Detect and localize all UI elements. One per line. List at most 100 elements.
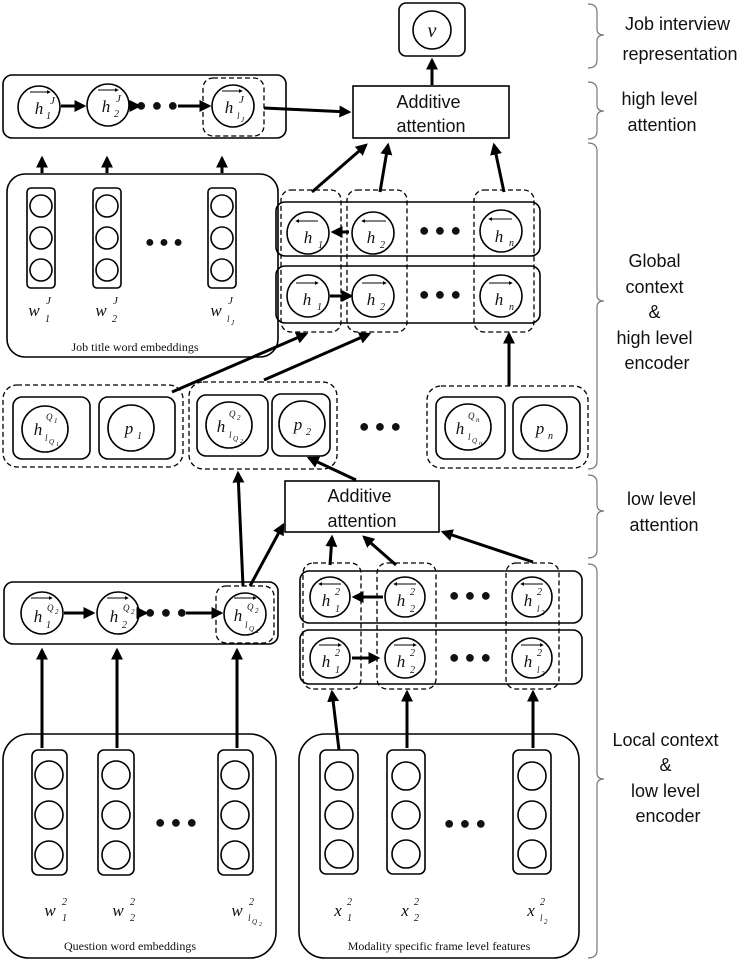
svg-text:2: 2 bbox=[537, 648, 542, 659]
svg-text:l: l bbox=[468, 432, 471, 442]
svg-text:w: w bbox=[210, 301, 222, 320]
svg-text:J: J bbox=[50, 95, 56, 107]
svg-text:J: J bbox=[241, 116, 245, 124]
svg-text:2: 2 bbox=[237, 414, 241, 422]
svg-text:● ● ●: ● ● ● bbox=[136, 95, 179, 115]
svg-text:l: l bbox=[237, 111, 240, 121]
svg-text:l: l bbox=[537, 665, 540, 675]
additive-attention-high: Additive attention bbox=[352, 85, 510, 139]
svg-text:Q: Q bbox=[49, 438, 54, 446]
svg-text:x: x bbox=[526, 901, 535, 920]
svg-text:2: 2 bbox=[55, 608, 59, 616]
svg-text:2: 2 bbox=[255, 607, 259, 615]
svg-text:h: h bbox=[322, 591, 331, 610]
svg-text:Q: Q bbox=[468, 411, 475, 421]
modality-features: ● ● ● x 2 1 x 2 2 x 2 l 2 Modality speci… bbox=[298, 689, 580, 959]
svg-text:J: J bbox=[113, 295, 119, 307]
svg-text:1: 1 bbox=[54, 417, 58, 425]
svg-text:1: 1 bbox=[62, 913, 67, 924]
svg-text:x: x bbox=[400, 901, 409, 920]
svg-text:2: 2 bbox=[240, 439, 243, 445]
svg-text:h: h bbox=[304, 228, 313, 247]
svg-text:1: 1 bbox=[335, 604, 340, 615]
svg-text:w: w bbox=[95, 301, 107, 320]
svg-text:1: 1 bbox=[335, 665, 340, 676]
svg-text:1: 1 bbox=[45, 314, 50, 325]
svg-text:Q: Q bbox=[252, 918, 257, 926]
svg-text:h: h bbox=[367, 290, 376, 309]
svg-text:h: h bbox=[35, 99, 44, 118]
svg-text:2: 2 bbox=[249, 897, 254, 908]
svg-text:2: 2 bbox=[541, 670, 545, 678]
svg-text:1: 1 bbox=[46, 620, 51, 631]
svg-text:p: p bbox=[293, 415, 303, 434]
section-brackets bbox=[587, 3, 605, 959]
svg-text:1: 1 bbox=[46, 111, 51, 122]
svg-text:h: h bbox=[234, 606, 243, 625]
svg-text:n: n bbox=[479, 441, 482, 447]
svg-text:Q: Q bbox=[249, 625, 254, 633]
svg-text:● ● ●: ● ● ● bbox=[145, 602, 188, 622]
svg-text:J: J bbox=[239, 94, 245, 106]
svg-text:2: 2 bbox=[114, 109, 119, 120]
svg-text:p: p bbox=[124, 419, 134, 438]
svg-text:w: w bbox=[28, 301, 40, 320]
svg-text:h: h bbox=[495, 227, 504, 246]
svg-text:2: 2 bbox=[130, 897, 135, 908]
svg-text:l: l bbox=[227, 314, 230, 324]
svg-text:l: l bbox=[537, 604, 540, 614]
svg-text:Additive attention: Additive attention bbox=[327, 486, 396, 531]
local-bilstm: h 2 1 h 2 2 ● ● ● h 2 l 2 h 2 1 h 2 2 ● … bbox=[299, 529, 583, 690]
svg-text:2: 2 bbox=[380, 302, 385, 313]
svg-text:h: h bbox=[303, 290, 312, 309]
svg-text:h: h bbox=[225, 98, 234, 117]
label-high-level-attention: high level attention bbox=[621, 89, 702, 135]
svg-text:● ● ●: ● ● ● bbox=[419, 284, 462, 304]
svg-text:h: h bbox=[102, 97, 111, 116]
svg-text:Q: Q bbox=[46, 412, 53, 422]
svg-text:1: 1 bbox=[56, 442, 59, 448]
svg-text:h: h bbox=[524, 652, 533, 671]
question-encoder: h Q 2 1 h Q 2 2 ● ● ● h Q 2 l Q 2 bbox=[3, 470, 285, 645]
svg-text:● ● ●: ● ● ● bbox=[155, 812, 198, 832]
svg-text:2: 2 bbox=[541, 609, 545, 617]
svg-text:h: h bbox=[456, 419, 465, 438]
caption-job-title: Job title word embeddings bbox=[72, 340, 199, 354]
svg-text:x: x bbox=[333, 901, 342, 920]
svg-text:2: 2 bbox=[347, 897, 352, 908]
svg-text:● ● ●: ● ● ● bbox=[419, 220, 462, 240]
svg-text:h: h bbox=[34, 607, 43, 626]
svg-text:Q: Q bbox=[229, 409, 236, 419]
label-job-interview: Job interview representation bbox=[622, 14, 737, 64]
svg-text:Q: Q bbox=[233, 435, 238, 443]
svg-text:v: v bbox=[428, 20, 437, 42]
svg-text:w: w bbox=[112, 901, 124, 920]
svg-text:1: 1 bbox=[317, 302, 322, 313]
svg-text:n: n bbox=[548, 431, 553, 442]
svg-text:2: 2 bbox=[306, 427, 311, 438]
svg-text:h: h bbox=[495, 290, 504, 309]
svg-text:Q: Q bbox=[472, 437, 477, 445]
svg-text:Q: Q bbox=[123, 603, 130, 613]
svg-text:2: 2 bbox=[414, 913, 419, 924]
svg-text:n: n bbox=[509, 238, 514, 249]
caption-modality: Modality specific frame level features bbox=[348, 939, 531, 953]
svg-text:1: 1 bbox=[318, 240, 323, 251]
svg-text:2: 2 bbox=[537, 587, 542, 598]
svg-text:2: 2 bbox=[259, 922, 262, 928]
svg-text:h: h bbox=[397, 591, 406, 610]
svg-text:● ● ●: ● ● ● bbox=[449, 647, 492, 667]
svg-text:● ● ●: ● ● ● bbox=[359, 416, 402, 436]
svg-text:2: 2 bbox=[131, 608, 135, 616]
svg-text:h: h bbox=[524, 591, 533, 610]
svg-text:2: 2 bbox=[544, 918, 548, 926]
svg-text:2: 2 bbox=[335, 648, 340, 659]
svg-text:● ● ●: ● ● ● bbox=[444, 813, 487, 833]
svg-text:w: w bbox=[44, 901, 56, 920]
svg-text:J: J bbox=[228, 295, 234, 307]
svg-text:h: h bbox=[110, 607, 119, 626]
svg-text:Additive attention: Additive attention bbox=[396, 92, 465, 136]
label-low-level-attention: low level attention bbox=[627, 489, 701, 535]
svg-text:p: p bbox=[535, 419, 545, 438]
